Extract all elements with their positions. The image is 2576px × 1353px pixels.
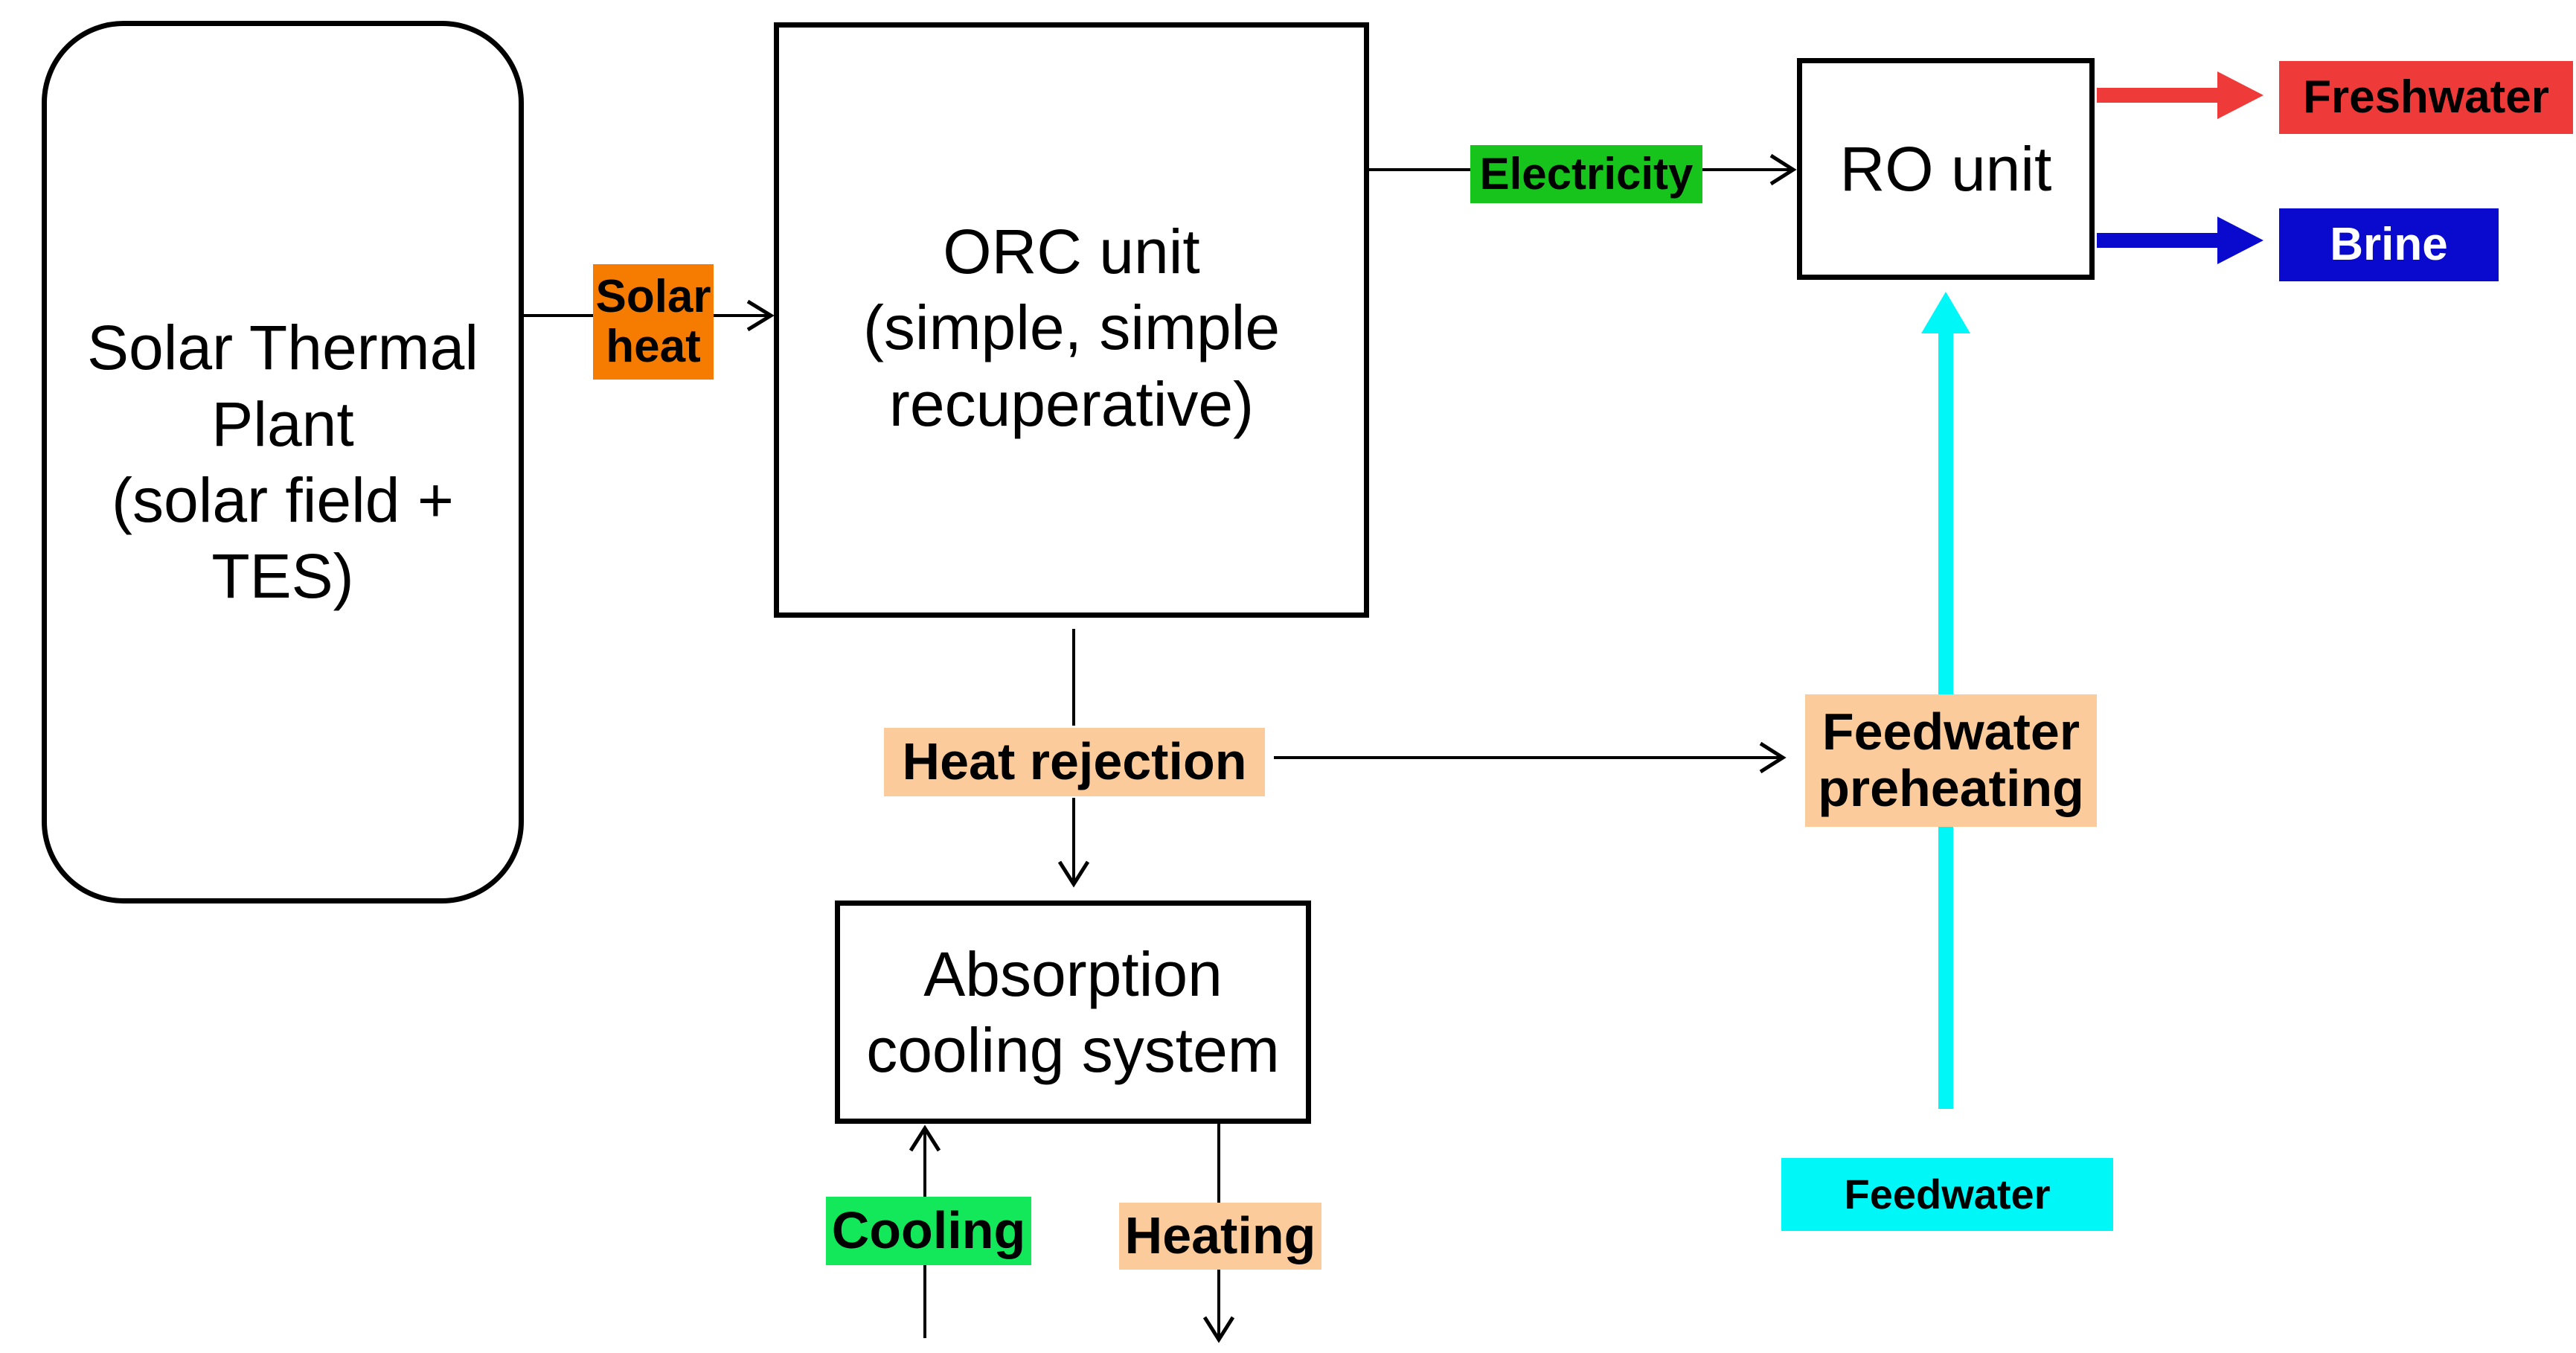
freshwater-arrowhead	[2217, 71, 2263, 119]
feedwater-arrowhead	[1921, 292, 1970, 333]
cooling-label: Cooling	[826, 1197, 1031, 1265]
brine-arrowhead	[2217, 217, 2263, 264]
brine-label: Brine	[2279, 208, 2499, 281]
electricity-arrowhead	[1769, 153, 1797, 186]
solar-thermal-plant-box: Solar Thermal Plant (solar field + TES)	[42, 21, 524, 903]
freshwater-label: Freshwater	[2279, 61, 2573, 134]
heating-arrowhead	[1202, 1316, 1235, 1343]
feedwater-preheating-label: Feedwater preheating	[1805, 694, 2097, 827]
ro-unit-text: RO unit	[1839, 133, 2052, 204]
electricity-label: Electricity	[1470, 145, 1702, 203]
absorption-cooling-text: Absorption cooling system	[866, 938, 1280, 1085]
solar-heat-arrowhead	[746, 299, 775, 332]
heat-rejection-to-absorption-arrowhead	[1057, 860, 1090, 888]
solar-heat-label: Solar heat	[593, 264, 714, 380]
solar-thermal-plant-text: Solar Thermal Plant (solar field + TES)	[87, 313, 478, 612]
heat-rejection-label: Heat rejection	[884, 728, 1265, 796]
ro-unit-box: RO unit	[1797, 58, 2095, 280]
feedwater-label: Feedwater	[1781, 1158, 2113, 1231]
orc-unit-box: ORC unit (simple, simple recuperative)	[774, 22, 1369, 618]
heat-rejection-to-preheating-arrowhead	[1759, 741, 1787, 774]
cooling-arrowhead	[909, 1125, 941, 1152]
absorption-cooling-box: Absorption cooling system	[835, 901, 1311, 1124]
heating-label: Heating	[1119, 1203, 1321, 1270]
orc-unit-text: ORC unit (simple, simple recuperative)	[862, 217, 1281, 439]
